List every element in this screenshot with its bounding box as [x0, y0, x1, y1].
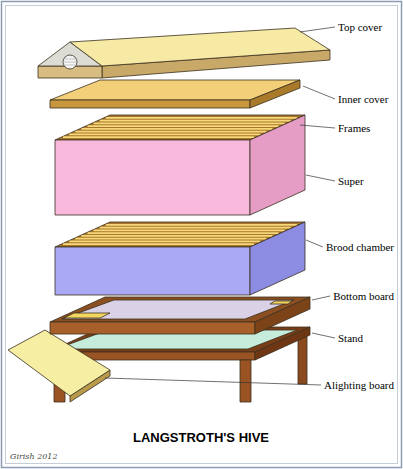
frame-bar	[75, 131, 266, 133]
vent-mesh	[63, 62, 77, 63]
frame-bar	[69, 134, 260, 136]
inner-frame	[6, 6, 398, 464]
super-front	[55, 140, 250, 215]
leader-line	[306, 240, 323, 247]
leader-line	[300, 125, 335, 128]
frame-bar	[106, 224, 297, 226]
frame-bar	[100, 120, 291, 122]
leader-line	[300, 27, 335, 32]
roof-slope	[70, 28, 330, 66]
signature: Girish 2012	[10, 452, 58, 462]
frame-bar	[63, 136, 254, 138]
brood-side	[250, 222, 305, 295]
super	[55, 115, 305, 215]
bottom-board-front	[50, 322, 255, 334]
bottom-board-floor	[62, 300, 294, 319]
frame-bar	[69, 241, 260, 243]
diagram-title: LANGSTROTH'S HIVE	[133, 430, 269, 446]
frame-bar	[106, 117, 297, 119]
leader-line	[306, 175, 335, 181]
vent-mesh	[64, 59, 76, 60]
board-face	[8, 330, 110, 396]
brood-front	[55, 247, 250, 295]
stand-leg	[240, 360, 251, 402]
inner-cover	[50, 80, 300, 108]
inner-cover-front	[50, 100, 250, 108]
frame-bar	[100, 227, 291, 229]
part-label: Alighting board	[324, 379, 394, 392]
leader-line	[312, 333, 335, 338]
bottom-board-side	[255, 297, 310, 334]
frame-bar	[63, 243, 254, 245]
entrance-reducer	[64, 313, 110, 318]
vent-hole	[63, 55, 77, 69]
leader-line	[105, 378, 321, 385]
stand-leg	[298, 334, 307, 384]
frame-bar	[88, 125, 279, 127]
frame-bar	[81, 235, 272, 237]
entrance-block	[270, 301, 292, 304]
vent-mesh	[64, 65, 76, 66]
brood-chamber	[55, 222, 305, 295]
part-label: Stand	[338, 332, 363, 345]
top-cover	[38, 28, 330, 78]
frame-bar	[94, 122, 285, 124]
leader-line	[312, 296, 330, 300]
frame-bar	[94, 229, 285, 231]
frame-bar	[88, 232, 279, 234]
part-label: Top cover	[338, 21, 382, 34]
stand-apron-side	[255, 327, 310, 360]
alighting-board	[8, 330, 110, 402]
part-label: Brood chamber	[326, 241, 394, 254]
bottom-board	[50, 297, 310, 334]
frame-bar	[75, 238, 266, 240]
leader-line	[303, 86, 335, 99]
frame-bar	[81, 128, 272, 130]
part-label: Bottom board	[333, 290, 394, 303]
part-label: Inner cover	[338, 93, 388, 106]
leader-lines	[105, 27, 335, 385]
super-side	[250, 115, 305, 215]
part-label: Frames	[338, 122, 370, 135]
inner-cover-side	[250, 80, 300, 108]
part-label: Super	[338, 175, 364, 188]
